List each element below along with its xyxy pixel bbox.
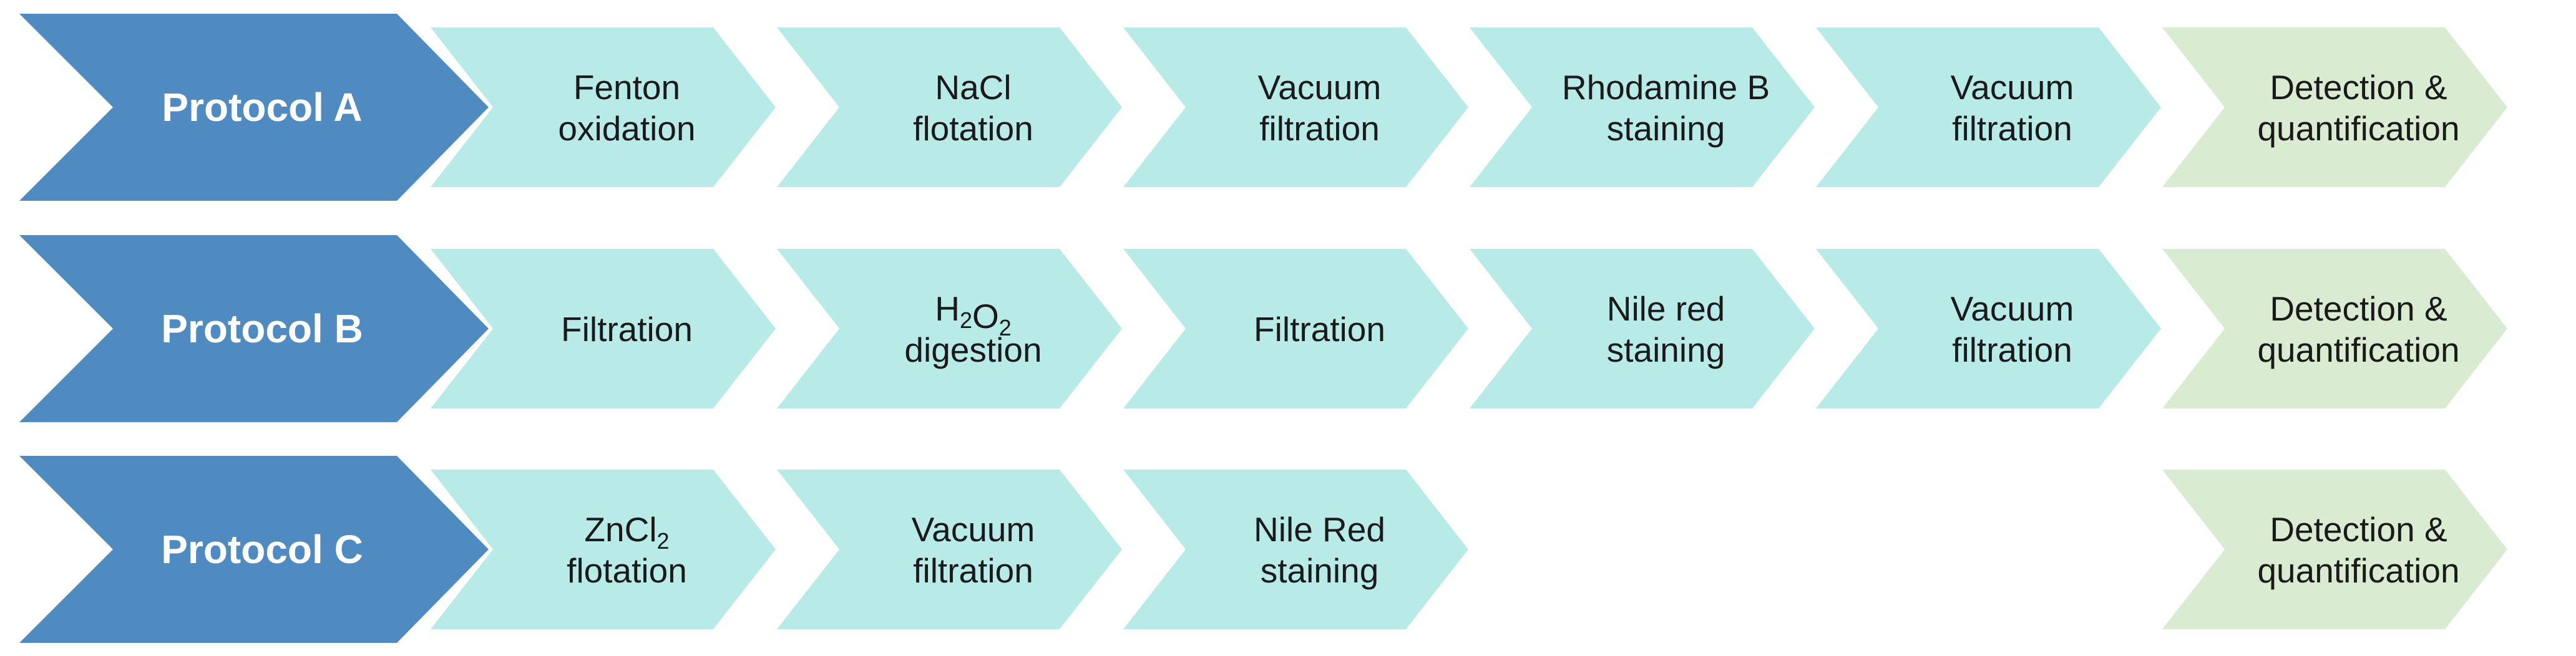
protocol-arrow <box>19 456 489 643</box>
step-label-line: quantification <box>2257 330 2459 369</box>
step-label-line: NaCl <box>935 68 1011 107</box>
step-label-line: Vacuum <box>1258 68 1382 107</box>
step-chevron <box>777 249 1122 408</box>
step-label-line: Vacuum <box>1951 289 2074 328</box>
step-label-line: ZnCl2 <box>584 510 669 554</box>
step-chevron <box>1123 249 1468 408</box>
step-label-line: Filtration <box>1254 310 1385 349</box>
step-label-line: digestion <box>904 330 1042 369</box>
step-chevron <box>431 470 776 629</box>
final-step-chevron <box>2162 470 2507 629</box>
step-chevron <box>1123 470 1468 629</box>
step-label-line: filtration <box>1952 330 2072 369</box>
protocol-label: Protocol C <box>161 527 363 572</box>
protocol-row-protocol-a: FentonoxidationNaClflotationVacuumfiltra… <box>19 14 2507 201</box>
step-label-line: Detection & <box>2270 68 2447 107</box>
protocol-arrow <box>19 14 489 201</box>
step-protocol-a-6: Detection &quantification <box>2162 27 2507 187</box>
step-label-line: Rhodamine B <box>1562 68 1770 107</box>
step-protocol-b-3: Filtration <box>1123 249 1468 408</box>
step-label-line: Vacuum <box>912 510 1035 549</box>
protocol-label: Protocol B <box>161 306 363 351</box>
step-chevron <box>431 249 776 408</box>
step-label-line: Filtration <box>561 310 693 349</box>
step-label-line: staining <box>1607 330 1725 369</box>
step-label-line: quantification <box>2257 109 2459 148</box>
final-step-chevron <box>2162 27 2507 187</box>
step-label-line: oxidation <box>558 109 695 148</box>
subscript: 2 <box>999 315 1012 340</box>
step-chevron <box>777 470 1122 629</box>
step-label-line: filtration <box>913 551 1033 590</box>
step-chevron <box>1470 249 1815 408</box>
subscript: 2 <box>657 528 670 554</box>
step-label-line: flotation <box>567 551 687 590</box>
protocol-label: Protocol A <box>162 85 362 130</box>
step-label-line: filtration <box>1259 109 1380 148</box>
step-chevron <box>431 27 776 187</box>
step-label-line: quantification <box>2257 551 2459 590</box>
step-label-line: Nile Red <box>1254 510 1385 549</box>
step-label-line: staining <box>1261 551 1379 590</box>
final-step-chevron <box>2162 249 2507 408</box>
step-label-line: staining <box>1607 109 1725 148</box>
step-label-line: H2O2 <box>935 289 1012 340</box>
step-chevron <box>1123 27 1468 187</box>
step-protocol-b-6: Detection &quantification <box>2162 249 2507 408</box>
step-label-line: Detection & <box>2270 510 2447 549</box>
step-protocol-c-4: Detection &quantification <box>2162 470 2507 629</box>
step-protocol-b-1: Filtration <box>431 249 776 408</box>
step-chevron <box>1816 249 2161 408</box>
step-chevron <box>1816 27 2161 187</box>
subscript: 2 <box>960 307 972 333</box>
step-label-line: flotation <box>913 109 1033 148</box>
step-label-line: Vacuum <box>1951 68 2074 107</box>
step-label-line: Nile red <box>1607 289 1725 328</box>
step-label-line: filtration <box>1952 109 2072 148</box>
step-label-line: Fenton <box>573 68 680 107</box>
step-label-line: Detection & <box>2270 289 2447 328</box>
step-chevron <box>1470 27 1815 187</box>
step-chevron <box>777 27 1122 187</box>
protocol-arrow <box>19 235 489 422</box>
